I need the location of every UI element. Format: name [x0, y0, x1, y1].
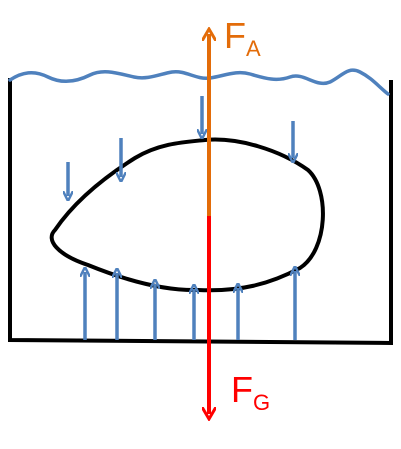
gravity-force-label-main: F — [231, 369, 253, 410]
downward-pressure-arrows — [68, 96, 293, 196]
upward-pressure-arrows — [85, 271, 295, 340]
gravity-force-label: FG — [231, 369, 270, 415]
submerged-body — [49, 137, 325, 293]
buoyancy-force-label-sub: A — [246, 36, 261, 61]
buoyancy-force-label: FA — [224, 15, 261, 61]
buoyancy-force-label-main: F — [224, 15, 246, 56]
water-surface — [8, 68, 390, 96]
container — [8, 78, 393, 346]
gravity-force-label-sub: G — [253, 390, 270, 415]
